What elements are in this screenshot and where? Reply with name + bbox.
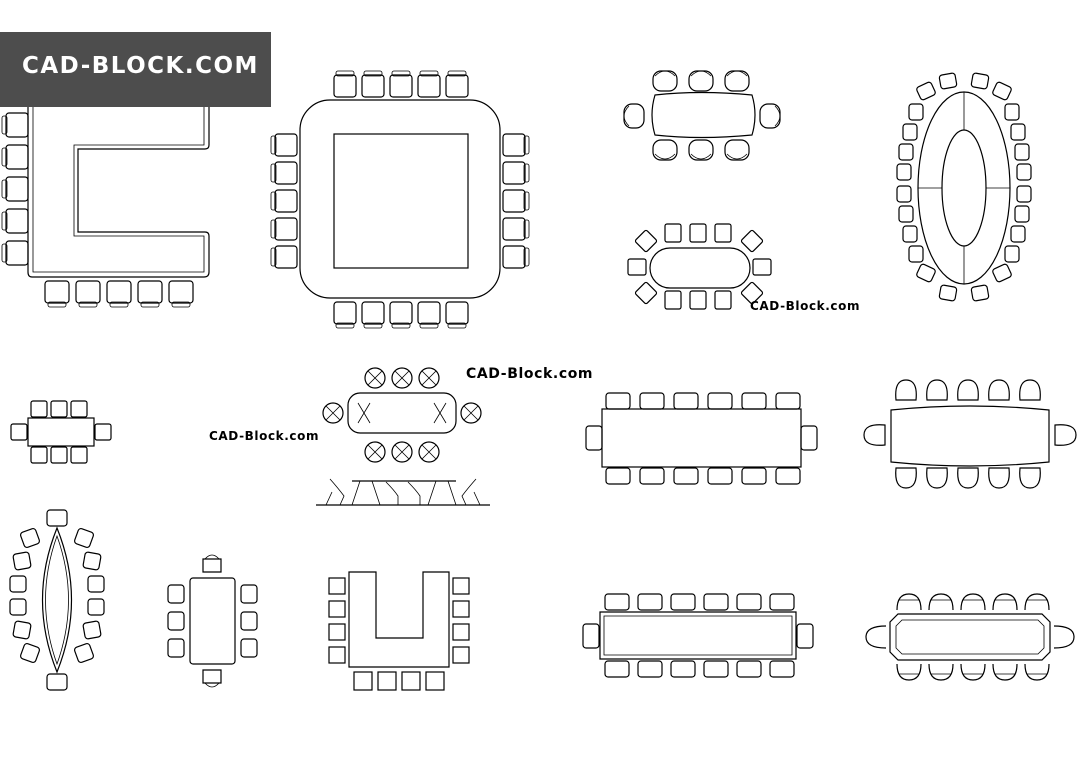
watermark-text: CAD-Block.com [466,366,594,382]
oval-table-chairs [896,72,1032,302]
square-table-top-chairs [333,70,469,98]
small-rectangular-table-8-seats [10,400,112,464]
long-armchairs-bottom [604,660,795,678]
tub-chairs-bottom [895,467,1041,489]
designer-table-chairs [322,367,482,463]
u-shaped-conference-desk [1,94,210,308]
designer-table-with-elevation [316,367,490,506]
u-desk-left-chairs [1,112,29,266]
designer-table-elevation [316,478,490,506]
boat-table-8-seats [623,70,781,161]
boat-table-12-tub-chairs [863,379,1077,489]
boat-table-chairs [623,70,781,161]
faceted-table-top-chairs [896,593,1050,611]
long-rectangular-table-14-seats [585,392,818,485]
watermark-text: CAD-Block.com [750,299,861,313]
faceted-table-bottom-chairs [896,663,1050,681]
racetrack-table-12-seats [627,223,772,310]
brand-logo-text: CAD-BLOCK.COM [22,53,259,79]
u-desk-bottom-chairs [44,280,194,308]
long-table-top-chairs [605,392,801,410]
long-table-armchairs-14-seats [582,593,814,678]
square-table-bottom-chairs [333,301,469,329]
vertical-boat-table [9,509,105,691]
u-shape-square-chairs [328,577,470,691]
watermark-text: CAD-Block.com [209,429,320,443]
large-oval-conference-table [896,72,1032,302]
long-table-bottom-chairs [605,467,801,485]
small-vertical-side-chairs [167,584,258,658]
square-table-left-chairs [270,133,298,269]
u-shape-layout-square-chairs [328,571,470,691]
long-armchairs-top [604,593,795,611]
large-square-conference-table [270,70,530,329]
vertical-boat-side-chairs [9,527,105,664]
square-table-right-chairs [502,133,530,269]
small-vertical-table-8-seats [167,554,258,688]
tub-chairs-top [895,379,1041,401]
faceted-table-12-seats [865,593,1075,681]
brand-logo-badge: CAD-BLOCK.COM [0,32,271,107]
